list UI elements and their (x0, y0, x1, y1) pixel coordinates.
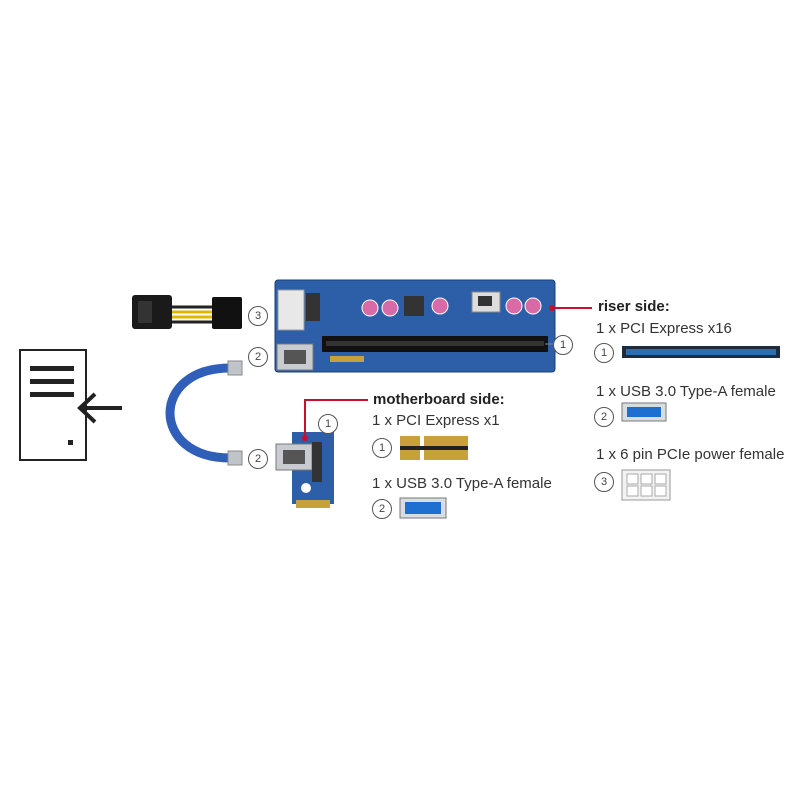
pcie-x1-connector-icon (400, 436, 468, 460)
riser-item-3-number: 3 (594, 472, 614, 492)
motherboard-item-2-number: 2 (372, 499, 392, 519)
callout-riser-sata-power: 3 (248, 306, 268, 326)
callout-riser-pcie-slot: 1 (553, 335, 573, 355)
motherboard-item-1-number: 1 (372, 438, 392, 458)
riser-item-2-number: 2 (594, 407, 614, 427)
callout-riser-usb: 2 (248, 347, 268, 367)
riser-item-1-number: 1 (594, 343, 614, 363)
riser-item-1-label: 1 x PCI Express x16 (596, 320, 732, 337)
motherboard-adapter-board (275, 432, 334, 508)
riser-side-heading: riser side: (598, 298, 670, 315)
motherboard-item-2-label: 1 x USB 3.0 Type-A female (372, 475, 552, 492)
arrow-left-icon (77, 392, 122, 424)
motherboard-side-heading: motherboard side: (373, 391, 505, 408)
pcie-x16-slot-icon (622, 346, 780, 358)
usb-a-female-icon-motherboard (399, 497, 447, 519)
callout-cable-usb: 2 (248, 449, 268, 469)
riser-board (274, 279, 556, 373)
motherboard-item-1-label: 1 x PCI Express x1 (372, 412, 500, 429)
riser-item-3-label: 1 x 6 pin PCIe power female (596, 446, 785, 463)
usb-a-female-icon-riser (621, 402, 667, 422)
usb-cable (165, 360, 243, 466)
callout-motherboard-pcie-x1: 1 (318, 414, 338, 434)
pcie-6pin-power-icon (621, 469, 671, 501)
motherboard-side-pointer (304, 399, 368, 438)
computer-case-icon (19, 349, 87, 461)
riser-item-2-label: 1 x USB 3.0 Type-A female (596, 383, 776, 400)
sata-power-cable (132, 295, 242, 329)
